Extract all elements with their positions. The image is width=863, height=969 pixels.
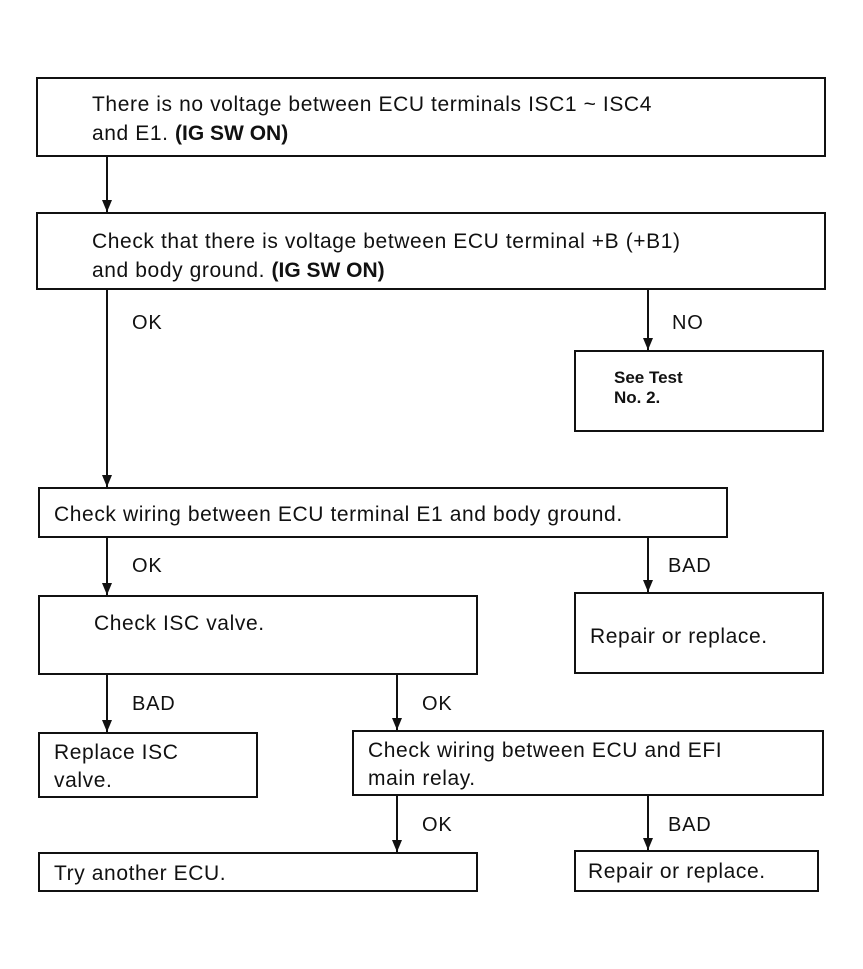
replace-isc-valve-box: Replace ISC valve. bbox=[38, 732, 258, 798]
arrowhead bbox=[643, 338, 653, 350]
no-label: NO bbox=[672, 312, 704, 334]
replace-isc-valve-line1: Replace ISC bbox=[54, 741, 179, 764]
check-wiring-efi-box: Check wiring between ECU and EFI main re… bbox=[352, 730, 824, 796]
bad-label: BAD bbox=[668, 814, 712, 836]
step-no-voltage-line1: There is no voltage between ECU terminal… bbox=[92, 93, 652, 116]
arrowhead bbox=[102, 475, 112, 487]
ig-sw-on-label: (IG SW ON) bbox=[175, 122, 289, 145]
check-b-voltage-line1: Check that there is voltage between ECU … bbox=[92, 230, 681, 253]
repair-replace-text: Repair or replace. bbox=[588, 860, 766, 883]
ok-label: OK bbox=[422, 814, 453, 836]
replace-isc-valve-line2: valve. bbox=[54, 769, 113, 792]
arrowhead bbox=[643, 580, 653, 592]
arrowhead bbox=[392, 718, 402, 730]
try-another-ecu-box: Try another ECU. bbox=[38, 852, 478, 892]
arrowhead bbox=[643, 838, 653, 850]
check-wiring-efi-line2: main relay. bbox=[368, 767, 476, 790]
bad-label: BAD bbox=[668, 555, 712, 577]
check-b-voltage-line2: and body ground. (IG SW ON) bbox=[92, 256, 385, 285]
ok-label: OK bbox=[132, 555, 163, 577]
ig-sw-on-label: (IG SW ON) bbox=[271, 259, 385, 282]
see-test-line1: See Test bbox=[614, 368, 683, 387]
check-b-voltage-line2-text: and body ground. bbox=[92, 259, 272, 282]
step-no-voltage-box: There is no voltage between ECU terminal… bbox=[36, 77, 826, 157]
try-another-ecu-text: Try another ECU. bbox=[54, 862, 227, 885]
check-wiring-efi-line1: Check wiring between ECU and EFI bbox=[368, 739, 723, 762]
ok-label: OK bbox=[132, 312, 163, 334]
arrowhead bbox=[102, 200, 112, 212]
repair-replace-box: Repair or replace. bbox=[574, 592, 824, 674]
see-test-box: See Test No. 2. bbox=[574, 350, 824, 432]
bad-label: BAD bbox=[132, 693, 176, 715]
check-wiring-e1-box: Check wiring between ECU terminal E1 and… bbox=[38, 487, 728, 538]
check-b-voltage-box: Check that there is voltage between ECU … bbox=[36, 212, 826, 290]
arrowhead bbox=[102, 583, 112, 595]
check-isc-valve-text: Check ISC valve. bbox=[94, 612, 265, 635]
arrowhead bbox=[392, 840, 402, 852]
step-no-voltage-line2-text: and E1. bbox=[92, 122, 176, 145]
check-isc-valve-box: Check ISC valve. bbox=[38, 595, 478, 675]
check-wiring-e1-text: Check wiring between ECU terminal E1 and… bbox=[54, 503, 623, 526]
step-no-voltage-line2: and E1. (IG SW ON) bbox=[92, 119, 288, 148]
see-test-line2: No. 2. bbox=[614, 388, 661, 407]
ok-label: OK bbox=[422, 693, 453, 715]
repair-replace-box: Repair or replace. bbox=[574, 850, 819, 892]
arrowhead bbox=[102, 720, 112, 732]
repair-replace-text: Repair or replace. bbox=[590, 625, 768, 648]
